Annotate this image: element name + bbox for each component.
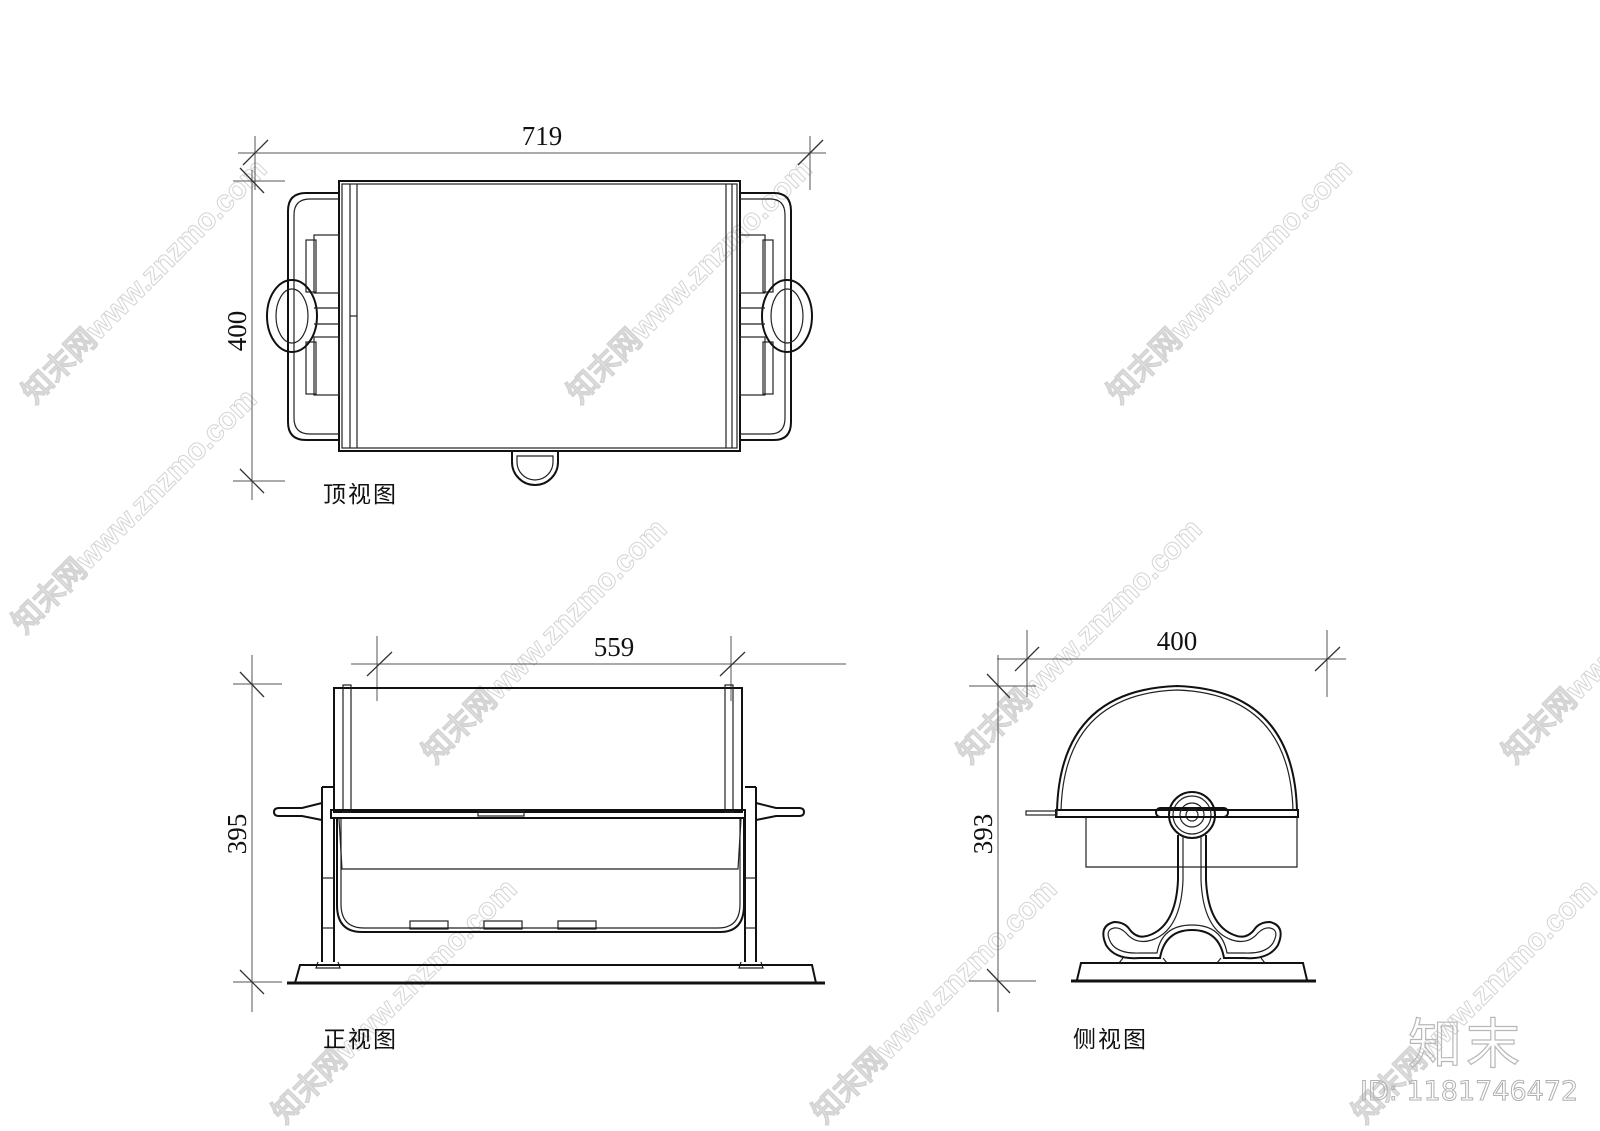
side-height-dimension: 393 (968, 655, 1036, 1012)
top-height-dimension: 400 (222, 167, 285, 500)
front-height-value: 395 (222, 814, 252, 855)
side-view: 400 393 (968, 626, 1346, 1012)
brand-logo: 知末 (1407, 1012, 1524, 1076)
front-view-label: 正视图 (323, 1027, 398, 1053)
side-view-label: 侧视图 (1073, 1027, 1148, 1053)
side-width-dimension: 400 (997, 626, 1346, 697)
front-view: 559 395 (222, 632, 846, 1012)
front-width-dimension: 559 (351, 632, 846, 701)
top-height-value: 400 (222, 311, 252, 352)
top-view-label: 顶视图 (323, 482, 398, 508)
drawing-id: ID: 1181746472 (1359, 1076, 1579, 1108)
front-width-value: 559 (594, 632, 635, 662)
top-view: 719 400 (222, 121, 826, 500)
side-width-value: 400 (1157, 626, 1198, 656)
top-width-dimension: 719 (238, 121, 826, 190)
front-height-dimension: 395 (222, 655, 282, 1012)
top-width-value: 719 (522, 121, 563, 151)
side-height-value: 393 (968, 814, 998, 855)
